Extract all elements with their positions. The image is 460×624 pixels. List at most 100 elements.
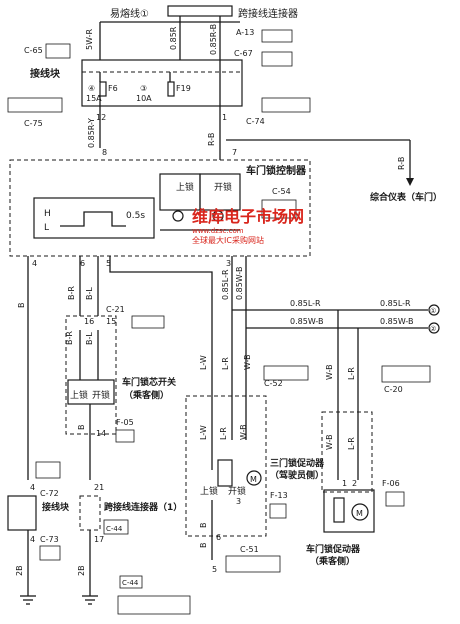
fusible-link-label: 易熔线①	[110, 7, 149, 20]
junction-block-2-box	[7, 495, 37, 531]
driver-motor-icon	[246, 470, 262, 486]
pin16-label: 16	[84, 317, 94, 326]
pin6b-label: 6	[216, 533, 221, 542]
controller-label: 车门锁控制器	[246, 164, 307, 177]
sw-bl-label: B-L	[85, 332, 94, 345]
driver-actuator-sub: （驾驶员侧）	[270, 469, 324, 481]
relay-coil-2-icon	[212, 210, 224, 222]
pin3-label: 3	[226, 259, 231, 268]
pin17-label: 17	[94, 535, 104, 544]
fuse-f6-label: F6	[108, 84, 118, 93]
timing-h: H	[44, 209, 51, 219]
bottom-connector-icon	[117, 595, 191, 615]
driver-motor-m: M	[250, 475, 257, 484]
wire-085wb-h1: 0.85W-B	[290, 317, 324, 326]
driver-actuator-label: 三门锁促动器	[270, 457, 325, 469]
watermark-title: 维库电子市场网	[192, 207, 304, 226]
timer-box	[33, 197, 155, 239]
c44b-label: C-44	[122, 579, 139, 587]
wire-rb-right-label: R-B	[397, 157, 406, 170]
pin8-label: 8	[102, 148, 107, 157]
c44-connector-icon	[103, 519, 129, 535]
c72-label: C-72	[40, 489, 59, 498]
act-unlock-label: 开锁	[228, 485, 246, 497]
c72-connector-icon	[35, 461, 61, 479]
wire-2b-2-label: 2B	[77, 565, 86, 576]
c65-label: C-65	[24, 46, 43, 55]
key-switch-sub: （乘客侧）	[124, 389, 169, 401]
c54-label: C-54	[272, 187, 291, 196]
wire-2b-1-label: 2B	[15, 565, 24, 576]
f06-label: F-06	[382, 479, 400, 488]
c44-label: C-44	[106, 525, 123, 533]
c20-label: C-20	[384, 385, 403, 394]
sw-b-label: B	[77, 425, 86, 431]
driver-solenoid-icon	[217, 459, 233, 487]
key-switch-contacts	[67, 379, 115, 405]
wire-lw-route	[109, 256, 213, 470]
fuse3-amp: 10A	[136, 94, 152, 103]
driver-actuator-box	[185, 395, 267, 537]
pin12-label: 12	[96, 113, 106, 122]
c21-label: C-21	[106, 305, 125, 314]
fuse4-number: ④	[88, 84, 95, 93]
sw-lock-label: 上锁	[70, 389, 88, 401]
wire-085wb-h2: 0.85W-B	[380, 317, 414, 326]
c75-label: C-75	[24, 119, 43, 128]
c54-connector-icon	[261, 199, 297, 219]
pass-actuator-label: 车门锁促动器	[306, 543, 361, 555]
wire-085r-label: 0.85R	[169, 26, 178, 50]
pin14-label: 14	[96, 429, 106, 438]
pin-d-label: 1	[342, 479, 347, 488]
wire-rb-label: R-B	[207, 133, 216, 146]
wire-085wb-v-label: 0.85W-B	[235, 267, 244, 301]
c73-connector-icon	[39, 545, 61, 561]
top-junction-label: 跨接线连接器	[238, 7, 298, 20]
ref-1-icon	[428, 304, 440, 316]
key-switch-box	[65, 315, 117, 435]
wire-5wr-label: 5W-R	[85, 28, 94, 50]
pin-f-label: 5	[212, 565, 217, 574]
pass-solenoid-icon	[333, 497, 345, 523]
pin-e-label: 2	[352, 479, 357, 488]
pin-b-label: 4	[30, 535, 35, 544]
ref-2-icon	[428, 322, 440, 334]
unlock-relay-box	[199, 173, 241, 211]
c65-connector-icon	[45, 43, 71, 59]
c21-connector-icon	[131, 315, 165, 329]
fuse-f19-icon	[167, 81, 175, 97]
sw-unlock-label: 开锁	[92, 389, 110, 401]
c51-connector-icon	[225, 555, 281, 573]
pass-motor-m: M	[356, 509, 363, 518]
wire-085lr-h2: 0.85L-R	[380, 299, 411, 308]
f13-label: F-13	[270, 491, 288, 500]
ref-1-label: ①	[430, 307, 436, 315]
pass-wiring-box	[321, 411, 373, 493]
f05-connector-icon	[115, 429, 135, 443]
pass-actuator-sub: （乘客侧）	[310, 555, 355, 567]
pass-motor-icon	[351, 503, 369, 521]
a13-connector-icon	[261, 29, 293, 43]
c67-label: C-67	[234, 49, 253, 58]
junction-connector-1-label: 跨接线连接器（1）	[104, 501, 182, 513]
pin7-label: 7	[232, 148, 237, 157]
ref-2-label: ②	[430, 325, 436, 333]
fuse-f6-icon	[99, 81, 107, 97]
act-lock-label: 上锁	[200, 485, 218, 497]
pin4-label: 4	[32, 259, 37, 268]
fuse3-number: ③	[140, 84, 147, 93]
relay-coil-1-icon	[172, 210, 184, 222]
pin5-label: 5	[106, 259, 111, 268]
junction-block-label: 接线块	[30, 67, 61, 80]
fuse4-amp: 15A	[86, 94, 102, 103]
c75-connector-icon	[7, 97, 63, 113]
wire-085lr-h1: 0.85L-R	[290, 299, 321, 308]
timing-l: L	[44, 223, 49, 233]
wire-085rb-top-label: 0.85R-B	[209, 24, 218, 55]
pin6-label: 6	[80, 259, 85, 268]
combination-meter-label: 综合仪表（车门）	[370, 191, 442, 203]
fuse-f19-label: F19	[176, 84, 191, 93]
wire-wb2-label: W-B	[325, 364, 334, 380]
wire-wb-label: W-B	[243, 354, 252, 370]
